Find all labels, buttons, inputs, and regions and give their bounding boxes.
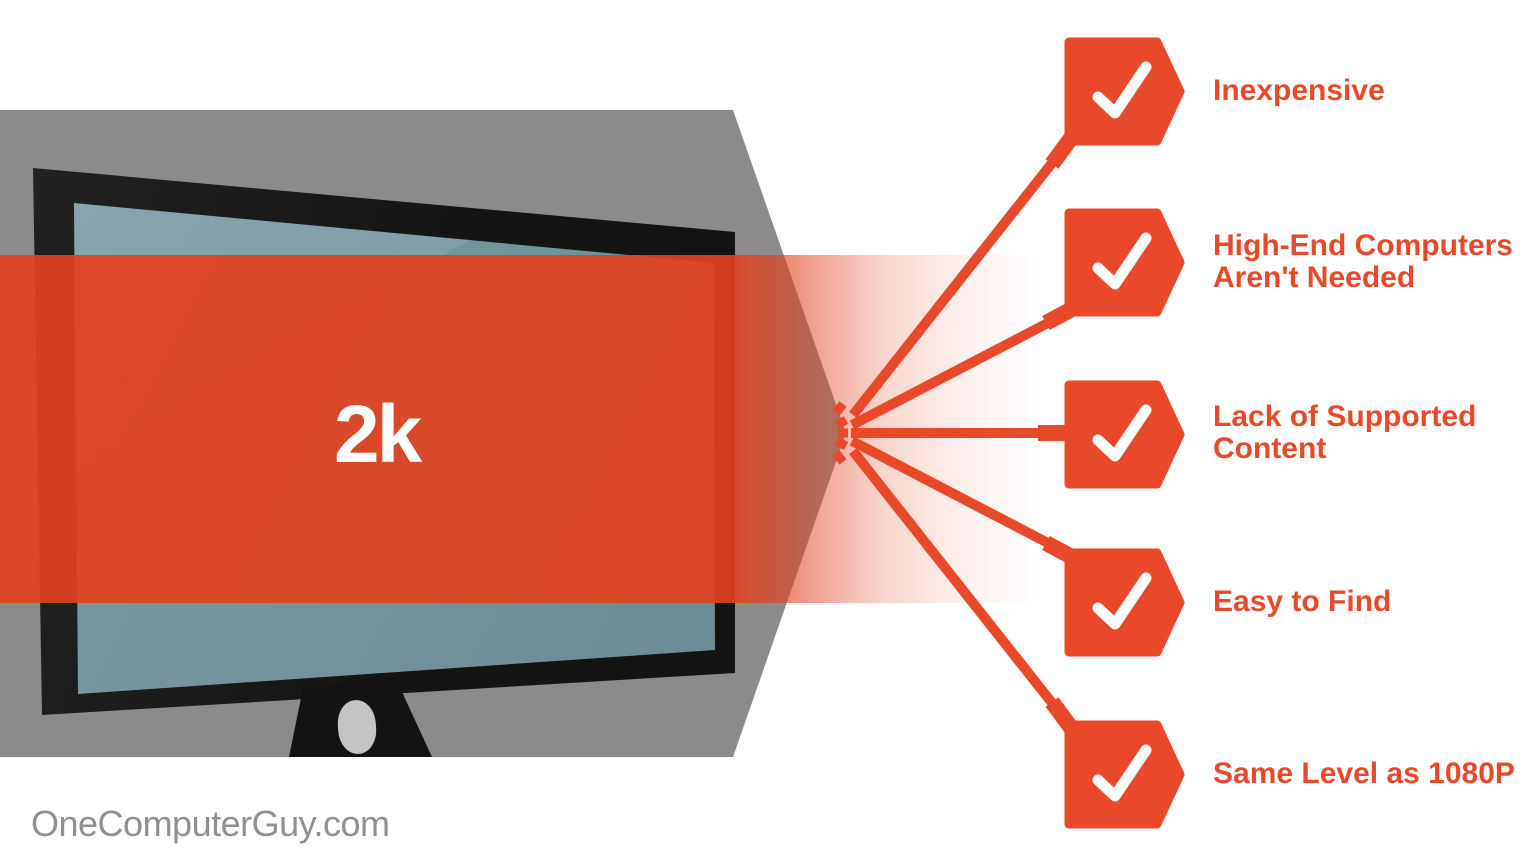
badge-tail: [1042, 535, 1076, 565]
highlight-band: [0, 255, 1040, 603]
badge-shape: [1064, 208, 1185, 317]
check-badge: [1064, 380, 1185, 489]
checkmark-icon: [1092, 744, 1152, 802]
benefit-label-line: Same Level as 1080P: [1213, 757, 1515, 790]
badge-shape: [1064, 720, 1185, 829]
site-watermark: OneComputerGuy.com: [31, 803, 390, 844]
benefit-label-high-end-computers: High-End Computers Aren't Needed: [1213, 230, 1513, 294]
check-badge: [1064, 720, 1185, 829]
benefit-label-line: Content: [1213, 432, 1327, 465]
badge-tail: [1042, 301, 1076, 331]
check-badge: [1064, 37, 1185, 146]
check-badge: [1064, 208, 1185, 317]
checkmark-icon: [1092, 61, 1152, 119]
benefit-label-inexpensive: Inexpensive: [1213, 75, 1385, 107]
benefit-label-line: Inexpensive: [1213, 74, 1385, 107]
badge-shape: [1064, 548, 1185, 657]
benefit-label-easy-to-find: Easy to Find: [1213, 586, 1391, 618]
benefit-label-line: Aren't Needed: [1213, 261, 1416, 294]
benefit-label-same-level-1080p: Same Level as 1080P: [1213, 758, 1515, 790]
badge-tail: [1045, 132, 1079, 169]
badge-shape: [1064, 380, 1185, 489]
badge-tail: [1045, 697, 1079, 734]
badge-tails: [1038, 132, 1079, 734]
checkmark-icon: [1092, 232, 1152, 290]
checkmark-icon: [1092, 404, 1152, 462]
monitor-resolution-label: 2k: [334, 389, 422, 480]
benefit-label-line: High-End Computers: [1213, 229, 1513, 262]
checkmark-icon: [1092, 572, 1152, 630]
benefit-label-line: Easy to Find: [1213, 585, 1392, 618]
benefit-label-line: Lack of Supported: [1213, 400, 1477, 433]
benefit-label-supported-content: Lack of Supported Content: [1213, 401, 1476, 465]
badge-shape: [1064, 37, 1185, 146]
check-badge: [1064, 548, 1185, 657]
